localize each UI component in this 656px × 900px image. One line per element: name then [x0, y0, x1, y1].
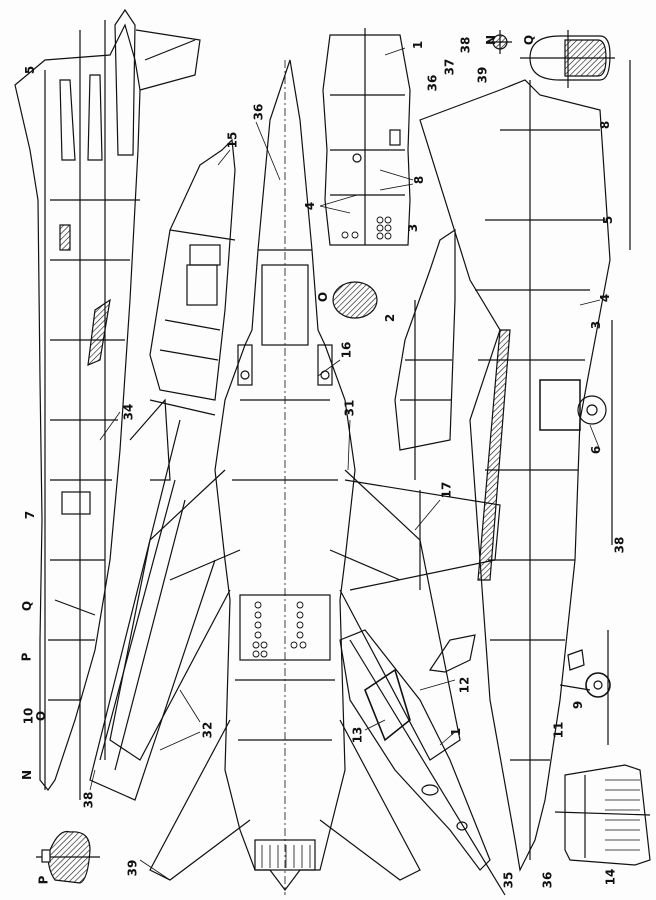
section-o-hatch — [332, 281, 378, 319]
callout-3-detail: 3 — [406, 223, 421, 233]
callout-38-top: 38 — [458, 36, 473, 54]
callout-38-left: 38 — [81, 791, 96, 809]
forward-fuselage-detail — [149, 138, 236, 401]
callout-11: 11 — [551, 721, 566, 739]
section-marker-p-bottom: P — [36, 875, 51, 885]
callout-36-bottom: 36 — [540, 871, 555, 889]
section-marker-q-top: Q — [522, 34, 537, 46]
callout-4-right: 4 — [598, 293, 613, 303]
callout-1-canopy: 1 — [449, 727, 464, 737]
section-q-profile — [520, 30, 615, 88]
section-marker-p-left: P — [19, 652, 34, 662]
section-p-profile — [36, 830, 100, 884]
top-plan-view — [109, 59, 461, 895]
callout-39-left: 39 — [125, 859, 140, 877]
section-marker-o-center: O — [316, 291, 331, 303]
callout-34: 34 — [121, 403, 136, 421]
callout-1-top: 1 — [411, 40, 426, 50]
side-view-left — [14, 8, 201, 800]
section-marker-n-left: N — [20, 769, 35, 781]
side-view-right — [419, 60, 631, 872]
nozzle-detail — [554, 764, 651, 866]
callout-12: 12 — [457, 676, 472, 694]
callout-2: 2 — [383, 313, 398, 323]
callout-3-right: 3 — [589, 320, 604, 330]
section-marker-n-top: N — [484, 34, 499, 46]
section-marker-o-left: O — [34, 710, 49, 722]
rear-fuselage-detail — [322, 28, 411, 246]
left-swept-wing — [89, 398, 216, 801]
callout-9: 9 — [571, 700, 586, 710]
callout-7: 7 — [23, 510, 38, 520]
callout-15: 15 — [225, 131, 240, 149]
callout-13: 13 — [350, 726, 365, 744]
fin-detail — [394, 228, 456, 480]
callout-35: 35 — [501, 871, 516, 889]
callout-10: 10 — [21, 707, 36, 725]
callout-14: 14 — [603, 868, 618, 886]
callout-31: 31 — [342, 399, 357, 417]
section-marker-q-left: Q — [20, 600, 35, 612]
callout-8-right: 8 — [598, 120, 613, 130]
callout-17: 17 — [439, 481, 454, 499]
callout-5-right: 5 — [601, 215, 616, 225]
callout-36-right: 36 — [425, 74, 440, 92]
callout-6: 6 — [589, 445, 604, 455]
callout-32: 32 — [200, 721, 215, 739]
canopy-detail — [339, 629, 506, 896]
callout-37: 37 — [442, 58, 457, 76]
callout-8-detail: 8 — [412, 175, 427, 185]
callout-4-detail: 4 — [303, 201, 318, 211]
callout-16: 16 — [339, 341, 354, 359]
callout-39-top: 39 — [475, 66, 490, 84]
callout-36-top: 36 — [251, 103, 266, 121]
callout-38-right: 38 — [612, 536, 627, 554]
callout-5: 5 — [23, 65, 38, 75]
right-wing-fragment — [344, 479, 501, 591]
